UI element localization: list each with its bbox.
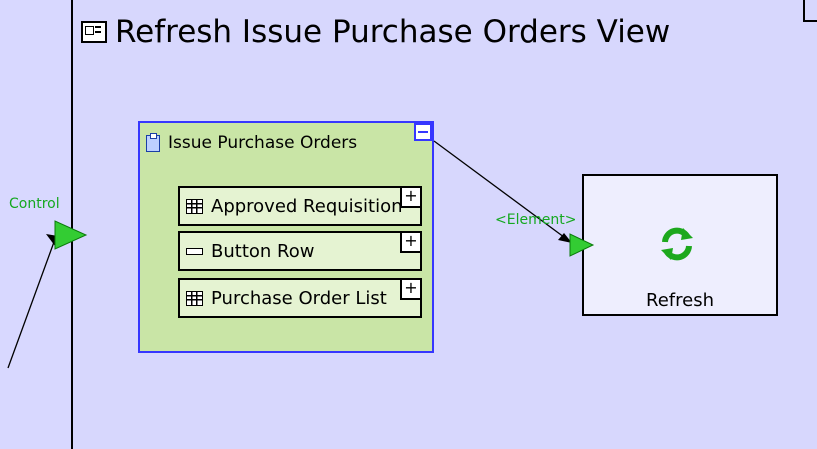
clipboard-icon [146,132,160,152]
container-title: Issue Purchase Orders [168,133,358,153]
row-purchase-order-list[interactable]: Purchase Order List + [178,278,422,318]
minus-icon [418,131,428,133]
outer-region [0,0,72,449]
view-title: Refresh Issue Purchase Orders View [81,14,670,50]
table-icon [186,198,203,214]
row-label: Approved Requisition [211,195,403,217]
table-icon [186,290,203,306]
view-icon [81,21,107,43]
view-title-label: Refresh Issue Purchase Orders View [115,14,671,50]
row-label: Button Row [211,240,315,262]
issue-purchase-orders-container[interactable]: Issue Purchase Orders Approved Requisiti… [138,121,434,353]
control-port-label: Control [9,196,60,212]
view-collapse-button[interactable] [803,0,817,22]
row-label: Purchase Order List [211,287,387,309]
row-approved-requisition[interactable]: Approved Requisition + [178,186,422,226]
button-row-icon [186,247,203,255]
element-port-label: <Element> [495,212,577,228]
refresh-icon [661,227,693,261]
expand-button[interactable]: + [400,280,420,300]
refresh-action-box[interactable]: Refresh [582,174,778,316]
container-header: Issue Purchase Orders [146,132,358,153]
collapse-button[interactable] [414,123,432,141]
expand-button[interactable]: + [400,188,420,208]
refresh-label: Refresh [646,290,714,311]
expand-button[interactable]: + [400,233,420,253]
row-button-row[interactable]: Button Row + [178,231,422,271]
